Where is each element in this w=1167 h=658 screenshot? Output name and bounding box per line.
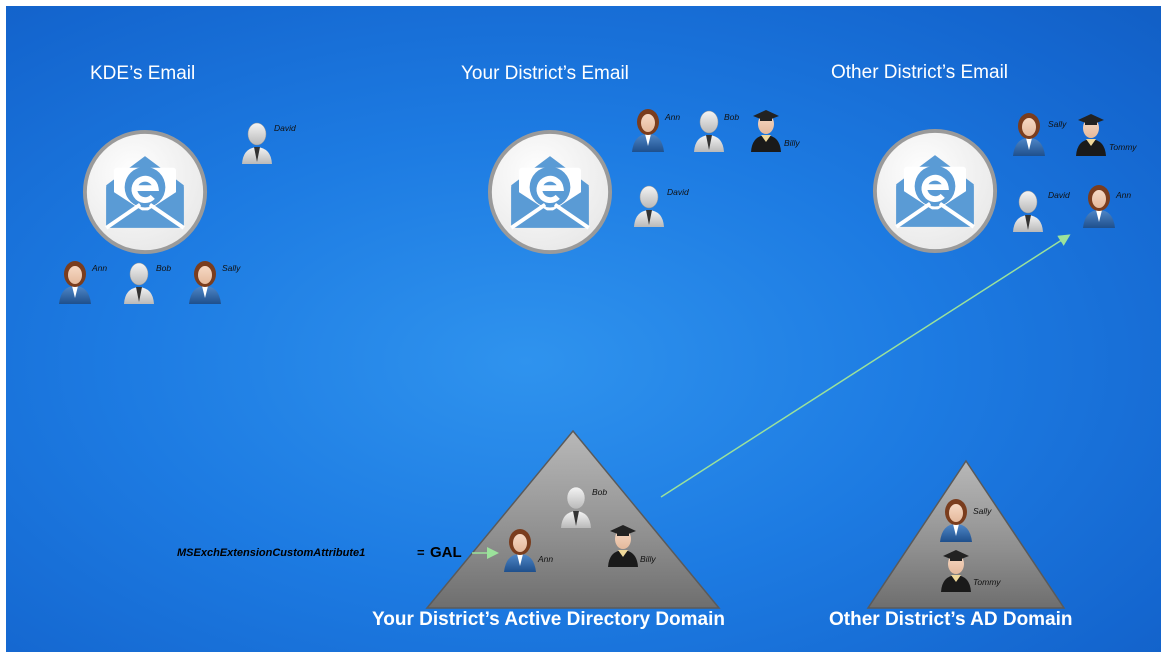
man-icon bbox=[634, 185, 664, 227]
person-name: Sally bbox=[973, 506, 992, 516]
slide-background: KDE’s Email Your District’s Email Other … bbox=[6, 6, 1161, 652]
person-name: Sally bbox=[222, 263, 241, 273]
gal-sync-arrow bbox=[660, 234, 1071, 498]
person-name: Tommy bbox=[973, 577, 1001, 587]
person-name: Ann bbox=[92, 263, 108, 273]
person-name: David bbox=[274, 123, 296, 133]
woman-icon bbox=[632, 109, 664, 152]
graduate-icon bbox=[1076, 114, 1106, 156]
other-email-icon bbox=[875, 131, 995, 251]
woman-icon bbox=[59, 261, 91, 304]
person-name: Bob bbox=[156, 263, 172, 273]
graduate-icon bbox=[608, 525, 638, 567]
person-name: Billy bbox=[640, 554, 656, 564]
person-name: Sally bbox=[1048, 119, 1067, 129]
man-icon bbox=[561, 486, 591, 528]
person-name: Ann bbox=[1116, 190, 1132, 200]
other-email-heading: Other District’s Email bbox=[831, 62, 1009, 83]
woman-icon bbox=[1013, 113, 1045, 156]
kde-email-icon bbox=[85, 132, 205, 252]
person-name: David bbox=[667, 187, 689, 197]
woman-icon bbox=[189, 261, 221, 304]
attribute-name: MSExchExtensionCustomAttribute1 bbox=[177, 547, 366, 559]
person-name: Tommy bbox=[1109, 142, 1137, 152]
other-ad-domain-label: Other District’s AD Domain bbox=[829, 609, 1073, 630]
woman-icon bbox=[1083, 185, 1115, 228]
man-icon bbox=[124, 262, 154, 304]
woman-icon bbox=[504, 529, 536, 572]
man-icon bbox=[242, 122, 272, 164]
person-name: Ann bbox=[538, 554, 554, 564]
your-ad-domain-label: Your District’s Active Directory Domain bbox=[372, 609, 726, 630]
person-name: Bob bbox=[724, 112, 740, 122]
woman-icon bbox=[940, 499, 972, 542]
person-name: Ann bbox=[665, 112, 681, 122]
kde-email-heading: KDE’s Email bbox=[90, 63, 196, 84]
person-name: David bbox=[1048, 190, 1070, 200]
graduate-icon bbox=[941, 550, 971, 592]
attribute-value: GAL bbox=[430, 544, 462, 561]
attribute-equals: = bbox=[417, 545, 425, 560]
person-name: Billy bbox=[784, 138, 800, 148]
man-icon bbox=[1013, 190, 1043, 232]
your-email-icon bbox=[490, 132, 610, 252]
graduate-icon bbox=[751, 110, 781, 152]
man-icon bbox=[694, 110, 724, 152]
your-email-heading: Your District’s Email bbox=[461, 63, 629, 84]
person-name: Bob bbox=[592, 487, 608, 497]
